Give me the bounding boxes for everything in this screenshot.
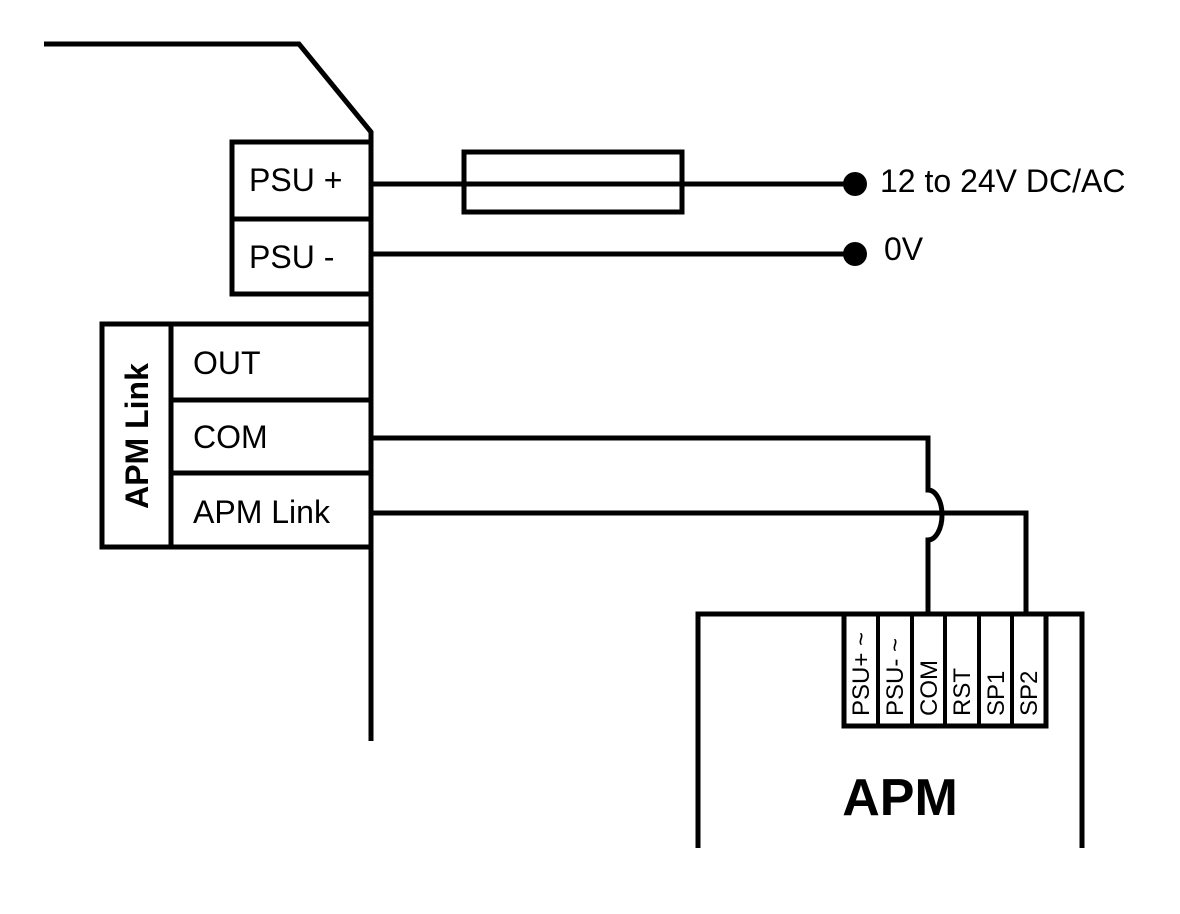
- apm-module-title: APM: [842, 769, 958, 827]
- positive-supply-label: 12 to 24V DC/AC: [880, 163, 1125, 199]
- apm-terminal-rst: RST: [949, 668, 976, 716]
- ground-supply-label: 0V: [884, 231, 924, 267]
- com-wire: [371, 435, 945, 614]
- psu-plus-label: PSU +: [249, 162, 342, 198]
- apm-terminal-sp1: SP1: [983, 671, 1010, 716]
- apm-link-com-label: COM: [193, 419, 268, 455]
- apm-module: PSU+ ~ PSU- ~ COM RST SP1 SP2 APM: [695, 611, 1085, 848]
- apm-terminal-com: COM: [916, 660, 943, 716]
- psu-minus-label: PSU -: [249, 239, 334, 275]
- apm-link-link-label: APM Link: [193, 494, 331, 530]
- apm-terminal-psu-minus: PSU- ~: [882, 638, 909, 716]
- top-lead-wire: [44, 41, 374, 741]
- psu-terminal-block: PSU + PSU -: [229, 139, 374, 297]
- apm-link-terminal-block: APM Link OUT COM APM Link: [99, 321, 374, 550]
- apm-link-out-label: OUT: [193, 345, 261, 381]
- ground-supply-terminal-dot: [843, 242, 867, 266]
- apm-link-side-label: APM Link: [119, 363, 155, 509]
- apm-link-wire: [371, 510, 1029, 614]
- apm-terminal-sp2: SP2: [1016, 671, 1043, 716]
- apm-terminal-psu-plus: PSU+ ~: [848, 632, 875, 716]
- positive-supply-terminal-dot: [843, 172, 867, 196]
